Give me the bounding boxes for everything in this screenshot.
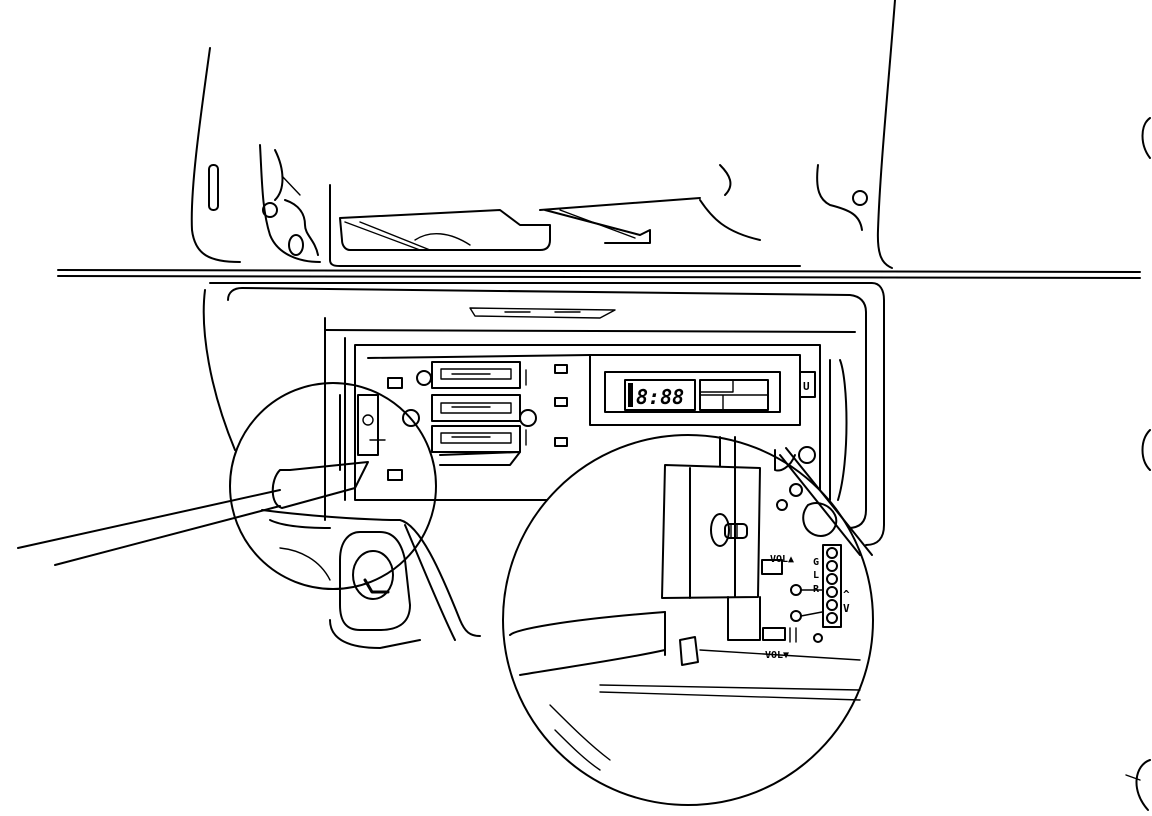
screwdriver [17, 461, 369, 566]
clock-display: 8:88 U [589, 354, 816, 426]
ashtray [261, 509, 481, 649]
svg-text:G: G [813, 557, 819, 568]
svg-text:^: ^ [843, 588, 850, 601]
detail-callout: VOL▲ G L R ^ V VOL▼ [502, 434, 874, 806]
preset-buttons [431, 361, 521, 466]
small-callout-circle [229, 382, 437, 590]
label-vol-up: VOL▲ [770, 554, 794, 565]
svg-text:L: L [813, 570, 819, 581]
knob-small [416, 370, 432, 386]
svg-text:V: V [843, 602, 850, 615]
upper-dashboard [57, 0, 1141, 279]
connector-pins [822, 544, 842, 628]
radio-bezel [202, 282, 885, 546]
clock-digits: 8:88 [636, 385, 684, 409]
right-edge-fragments [1125, 117, 1151, 811]
svg-text:U: U [803, 380, 810, 393]
